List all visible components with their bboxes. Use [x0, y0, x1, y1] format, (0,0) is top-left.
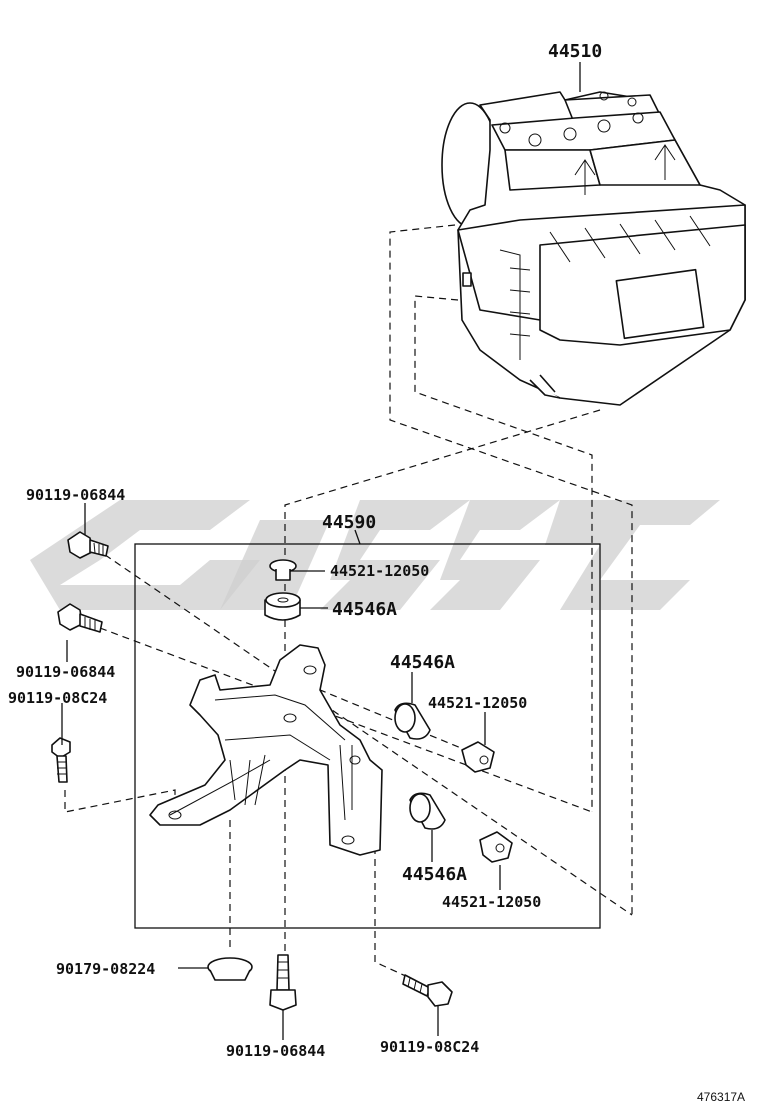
bolt-top-left-part	[67, 531, 109, 559]
label-nut-bottom: 90179-08224	[56, 960, 155, 978]
label-bolt-bottom-right: 90119-08C24	[380, 1038, 479, 1056]
label-collar-top: 44521-12050	[330, 562, 429, 580]
collar-low-part	[479, 831, 513, 863]
cushion-mid-part	[394, 702, 431, 740]
bolt-bottom-right-part	[402, 974, 453, 1007]
label-bolt-bottom: 90119-06844	[226, 1042, 325, 1060]
cushion-low-part	[409, 792, 446, 830]
label-cushion-top: 44546A	[332, 599, 397, 620]
bolt-left-upper-part	[57, 603, 103, 633]
bolt-bottom-part	[269, 954, 297, 1011]
label-bolt-top-left: 90119-06844	[26, 486, 125, 504]
nut-bottom-part	[207, 957, 253, 981]
abs-actuator-unit	[441, 91, 746, 406]
bracket-assy-frame	[134, 543, 601, 929]
label-bracket-assy: 44590	[322, 512, 376, 533]
label-cushion-low: 44546A	[402, 864, 467, 885]
collar-top-part	[269, 559, 297, 581]
label-cushion-mid: 44546A	[390, 652, 455, 673]
label-main-unit: 44510	[548, 41, 602, 62]
label-bolt-left-lower: 90119-08C24	[8, 689, 107, 707]
collar-mid-part	[461, 741, 495, 773]
label-collar-mid: 44521-12050	[428, 694, 527, 712]
cushion-top-part	[264, 592, 301, 621]
diagram-code: 476317A	[697, 1090, 745, 1104]
bolt-left-lower-part	[51, 737, 71, 783]
bracket	[149, 644, 383, 856]
label-bolt-left-upper: 90119-06844	[16, 663, 115, 681]
label-collar-low: 44521-12050	[442, 893, 541, 911]
leader-lines	[61, 62, 581, 1040]
